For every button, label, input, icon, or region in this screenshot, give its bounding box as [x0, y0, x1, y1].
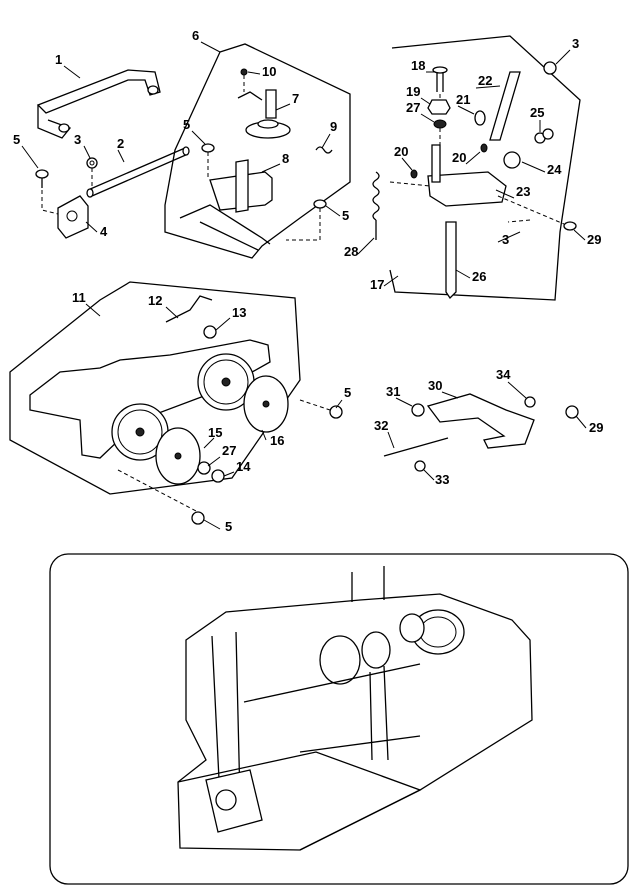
- group-17-outline: [389, 35, 581, 301]
- callout-21: 21: [456, 92, 470, 107]
- part-20-pin-a: [410, 169, 418, 179]
- part-29-screw-b: [565, 405, 579, 419]
- callout-20a: 20: [394, 144, 408, 159]
- group-6-outline: [164, 43, 351, 259]
- part-34-spring: [524, 396, 536, 408]
- group-bar-assembly: [35, 69, 190, 239]
- group-needle-bar: [372, 35, 581, 301]
- part-5-screw-d: [191, 511, 205, 525]
- callout-5c: 5: [342, 208, 349, 223]
- callout-28: 28: [344, 244, 358, 259]
- callout-32: 32: [374, 418, 388, 433]
- part-18-screw: [432, 66, 448, 92]
- callout-6: 6: [192, 28, 199, 43]
- part-14-nut: [211, 469, 225, 483]
- callout-27b: 27: [222, 443, 236, 458]
- callout-20b: 20: [452, 150, 466, 165]
- part-21-pin: [474, 110, 486, 126]
- machine-bed: [177, 751, 422, 851]
- callout-30: 30: [428, 378, 442, 393]
- callout-17: 17: [370, 277, 384, 292]
- callout-10: 10: [262, 64, 276, 79]
- part-23-bracket: [427, 171, 507, 207]
- part-19-nut: [427, 99, 451, 115]
- group-lever-assembly: [383, 393, 579, 472]
- part-5-screw-c: [329, 405, 343, 419]
- callout-34: 34: [496, 367, 511, 382]
- part-7-spindle: [265, 89, 277, 119]
- callout-18: 18: [411, 58, 425, 73]
- part-5-screw-b: [313, 199, 327, 209]
- part-2-shaft: [87, 147, 189, 197]
- spool-pins: [351, 566, 385, 602]
- part-33-nut: [414, 460, 426, 472]
- callout-22: 22: [478, 73, 492, 88]
- part-32-pin: [383, 437, 449, 457]
- callout-3c: 3: [502, 232, 509, 247]
- callout-19: 19: [406, 84, 420, 99]
- part-3-washer: [86, 157, 98, 169]
- part-26-needle-bar: [445, 221, 457, 300]
- callout-3a: 3: [74, 132, 81, 147]
- part-27-washer: [433, 119, 447, 129]
- part-30-lever: [426, 393, 535, 449]
- callout-3b: 3: [572, 36, 579, 51]
- callout-23: 23: [516, 184, 530, 199]
- part-24-collar: [503, 151, 521, 169]
- callout-2: 2: [117, 136, 124, 151]
- callout-29b: 29: [589, 420, 603, 435]
- group-thread-tension: [164, 43, 351, 259]
- callout-5a: 5: [13, 132, 20, 147]
- callout-5e: 5: [225, 519, 232, 534]
- part-13-screw: [203, 325, 217, 339]
- part-31-nut: [411, 403, 425, 417]
- callout-9: 9: [330, 119, 337, 134]
- callout-12: 12: [148, 293, 162, 308]
- callout-26: 26: [472, 269, 486, 284]
- part-10-nut: [240, 68, 248, 76]
- callout-1: 1: [55, 52, 62, 67]
- callout-11: 11: [72, 290, 86, 305]
- callout-25: 25: [530, 105, 544, 120]
- part-29-screw: [563, 221, 577, 231]
- callout-29a: 29: [587, 232, 601, 247]
- assembled-machine-view: [49, 553, 629, 885]
- part-5-screw: [35, 169, 49, 188]
- part-27-washer-b: [197, 461, 211, 475]
- callout-8: 8: [282, 151, 289, 166]
- part-22-link: [489, 71, 521, 141]
- machine-body: [177, 593, 533, 851]
- part-3-washer-b: [543, 61, 557, 75]
- callout-7: 7: [292, 91, 299, 106]
- part-5-screw-a: [201, 143, 215, 153]
- callout-5b: 5: [183, 117, 190, 132]
- callout-14: 14: [236, 459, 251, 474]
- callout-15: 15: [208, 425, 222, 440]
- callout-13: 13: [232, 305, 246, 320]
- gear-right: [197, 353, 255, 411]
- part-28-spring: [372, 171, 380, 221]
- callout-31: 31: [386, 384, 400, 399]
- handwheel: [399, 609, 465, 655]
- part-4-bracket: [57, 195, 89, 239]
- callout-16: 16: [270, 433, 284, 448]
- part-12-shaft: [165, 295, 213, 323]
- leader-lines: [21, 41, 587, 530]
- callout-5d: 5: [344, 385, 351, 400]
- callout-4: 4: [100, 224, 108, 239]
- callout-labels: 1 2 3 4 5 6 10 7 5 9 8 5 3 18 22 19 21 2…: [13, 28, 603, 534]
- callout-27a: 27: [406, 100, 420, 115]
- part-20-pin-b: [480, 143, 488, 153]
- callout-24: 24: [547, 162, 562, 177]
- part-9-spring: [315, 146, 333, 154]
- callout-33: 33: [435, 472, 449, 487]
- part-1-bar: [36, 69, 161, 114]
- group-11-outline: [9, 281, 301, 495]
- machine-view-frame: [49, 553, 629, 885]
- group-gear-assembly: [9, 281, 343, 525]
